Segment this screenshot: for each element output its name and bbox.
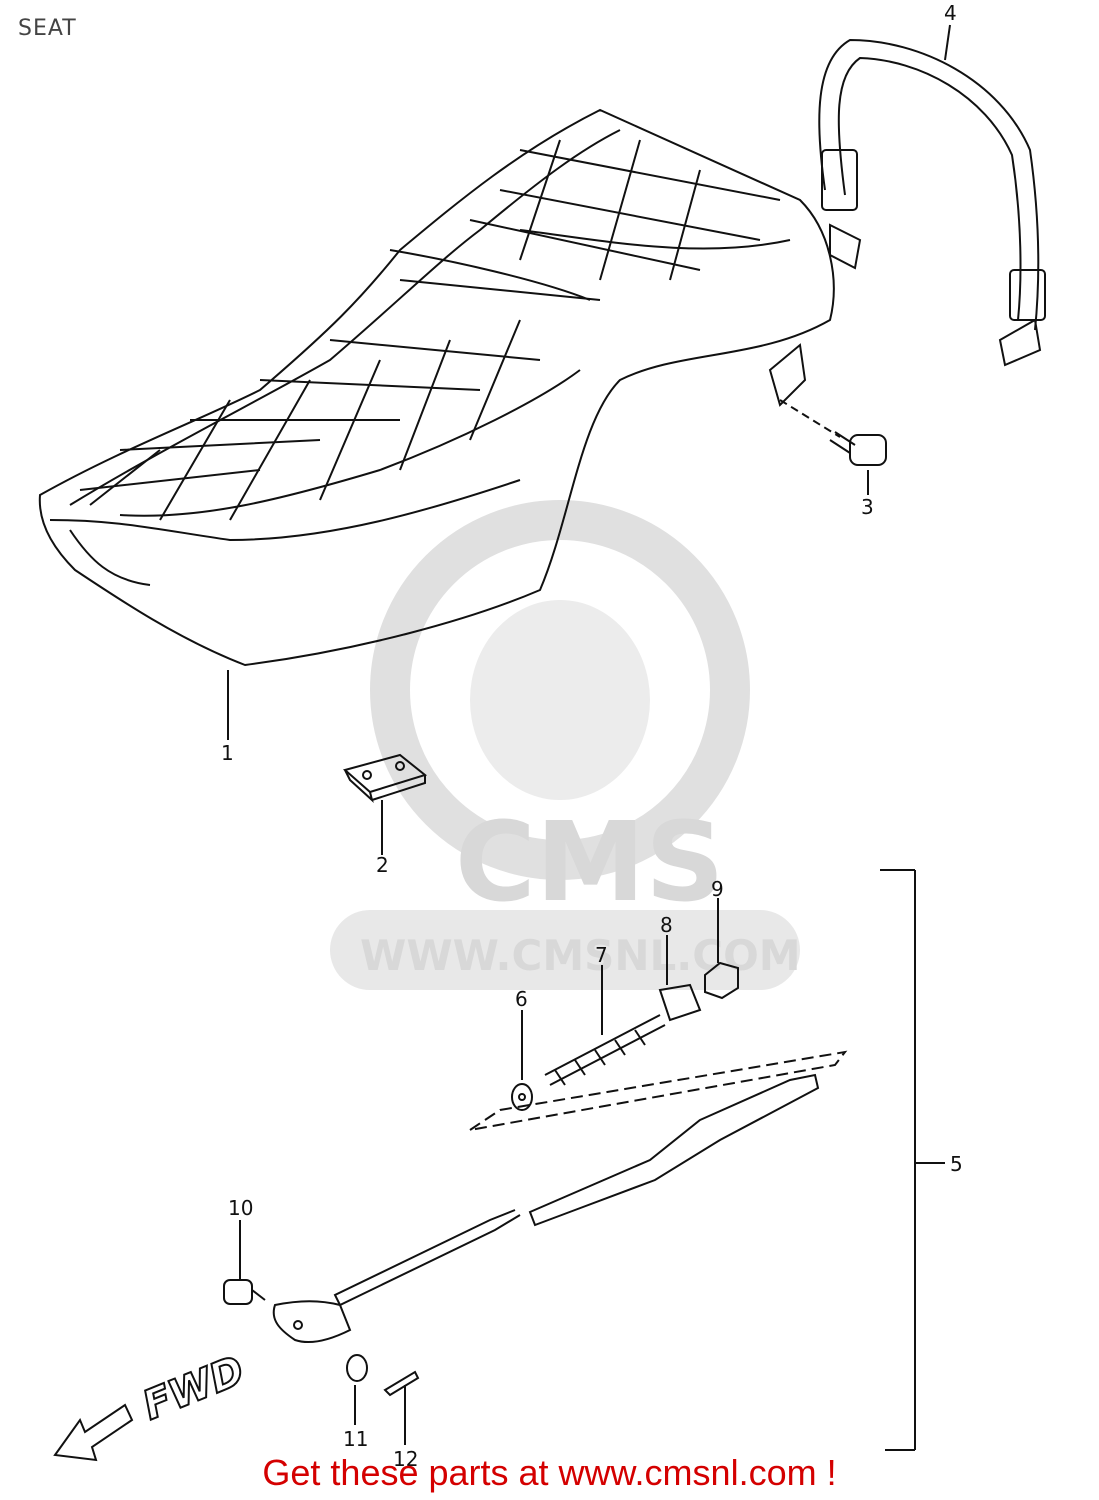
strap-part-4	[818, 38, 1046, 367]
callout-1: 1	[221, 741, 234, 765]
watermark-url: WWW.CMSNL.COM	[360, 931, 801, 980]
callout-7: 7	[595, 943, 608, 967]
adjuster-assembly-5	[223, 24, 951, 1451]
watermark-brand: CMS	[455, 798, 724, 926]
callout-11: 11	[343, 1427, 368, 1451]
cms-watermark: CMS WWW.CMSNL.COM	[330, 500, 801, 990]
footer-link-text[interactable]: Get these parts at www.cmsnl.com !	[262, 1452, 837, 1493]
callout-2: 2	[376, 853, 389, 877]
callout-5: 5	[950, 1152, 963, 1176]
page-title: SEAT	[18, 16, 77, 41]
callout-10: 10	[228, 1196, 253, 1220]
callout-9: 9	[711, 877, 724, 901]
callout-12: 12	[393, 1447, 418, 1471]
callout-6: 6	[515, 987, 528, 1011]
fwd-label: FWD	[137, 1347, 251, 1429]
plate-part-2	[342, 753, 428, 803]
callout-8: 8	[660, 913, 673, 937]
bolt-part-3	[779, 399, 887, 466]
forward-direction-arrow: FWD	[53, 1346, 252, 1462]
callout-3: 3	[861, 495, 874, 519]
callout-4: 4	[944, 1, 957, 25]
callout-numbers: 1 2 3 4 5 6 7 8 9 10 11 12	[221, 1, 963, 1471]
seat-part	[38, 108, 835, 667]
